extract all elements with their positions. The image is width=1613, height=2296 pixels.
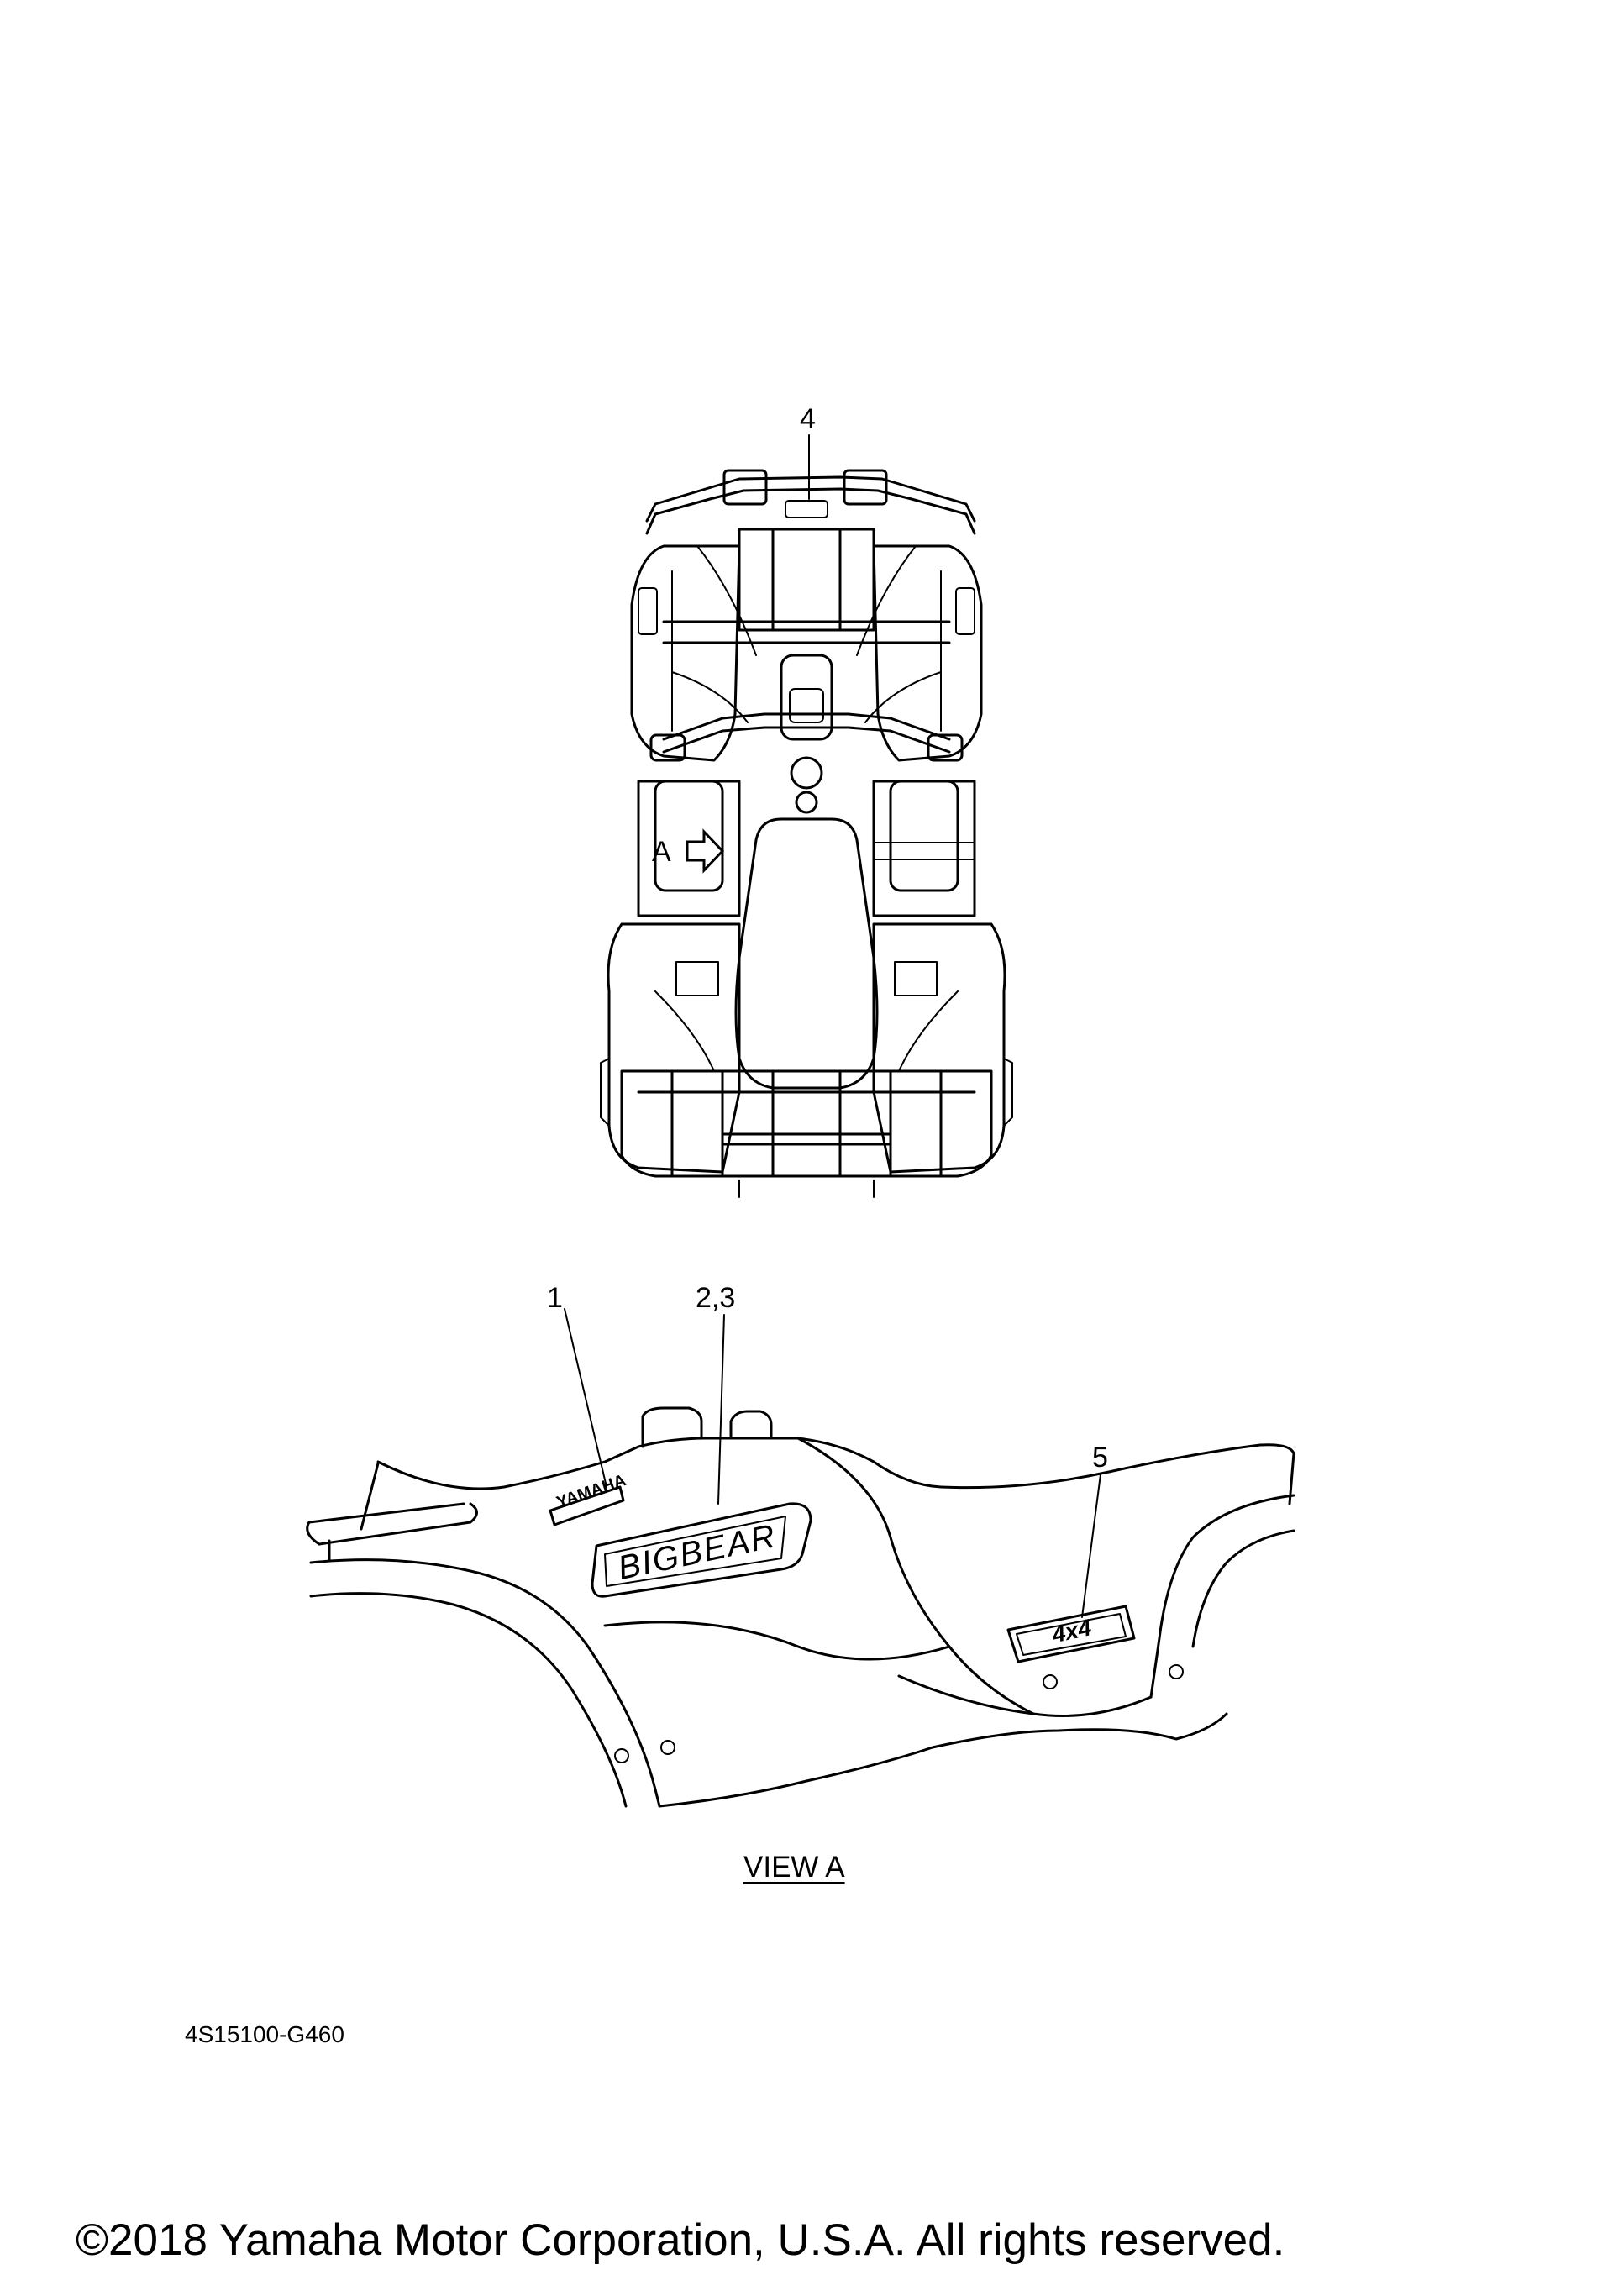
view-a-side-detail	[306, 1308, 1295, 1808]
decal-bigbear	[591, 1502, 812, 1598]
body-top-contour	[376, 1437, 1295, 1505]
view-a-arrow	[686, 828, 725, 874]
front-fenders	[630, 544, 983, 762]
view-a-marker: A	[652, 836, 671, 868]
part-code: 4S15100-G460	[185, 2021, 344, 2047]
front-bumper	[645, 469, 976, 535]
callout-2-3: 2,3	[696, 1282, 736, 1314]
side-panels	[637, 780, 976, 917]
handlebar	[649, 654, 964, 814]
callout-5-leader	[1081, 1474, 1101, 1618]
rear-fender-sweep	[1149, 1494, 1295, 1699]
decal-yamaha	[549, 1485, 625, 1526]
front-rack	[662, 528, 951, 723]
callout-5: 5	[1092, 1442, 1108, 1474]
decal-4x4	[1006, 1605, 1136, 1663]
tank-caps	[641, 1406, 773, 1448]
callout-4: 4	[800, 403, 816, 435]
front-fender-sweep	[309, 1558, 661, 1808]
rear-fenders	[600, 922, 1013, 1174]
callout-1: 1	[547, 1282, 563, 1314]
callout-2-3-leader	[717, 1314, 725, 1505]
seat	[734, 817, 879, 1090]
handlebar-stub	[306, 1462, 478, 1563]
body-bottom-contour	[658, 1712, 1228, 1808]
atv-top-view	[600, 469, 1013, 1198]
view-a-title: VIEW A	[743, 1851, 845, 1884]
rear-rack	[620, 990, 993, 1198]
copyright-notice: ©2018 Yamaha Motor Corporation, U.S.A. A…	[76, 2215, 1285, 2265]
callout-1-leader	[564, 1308, 607, 1488]
